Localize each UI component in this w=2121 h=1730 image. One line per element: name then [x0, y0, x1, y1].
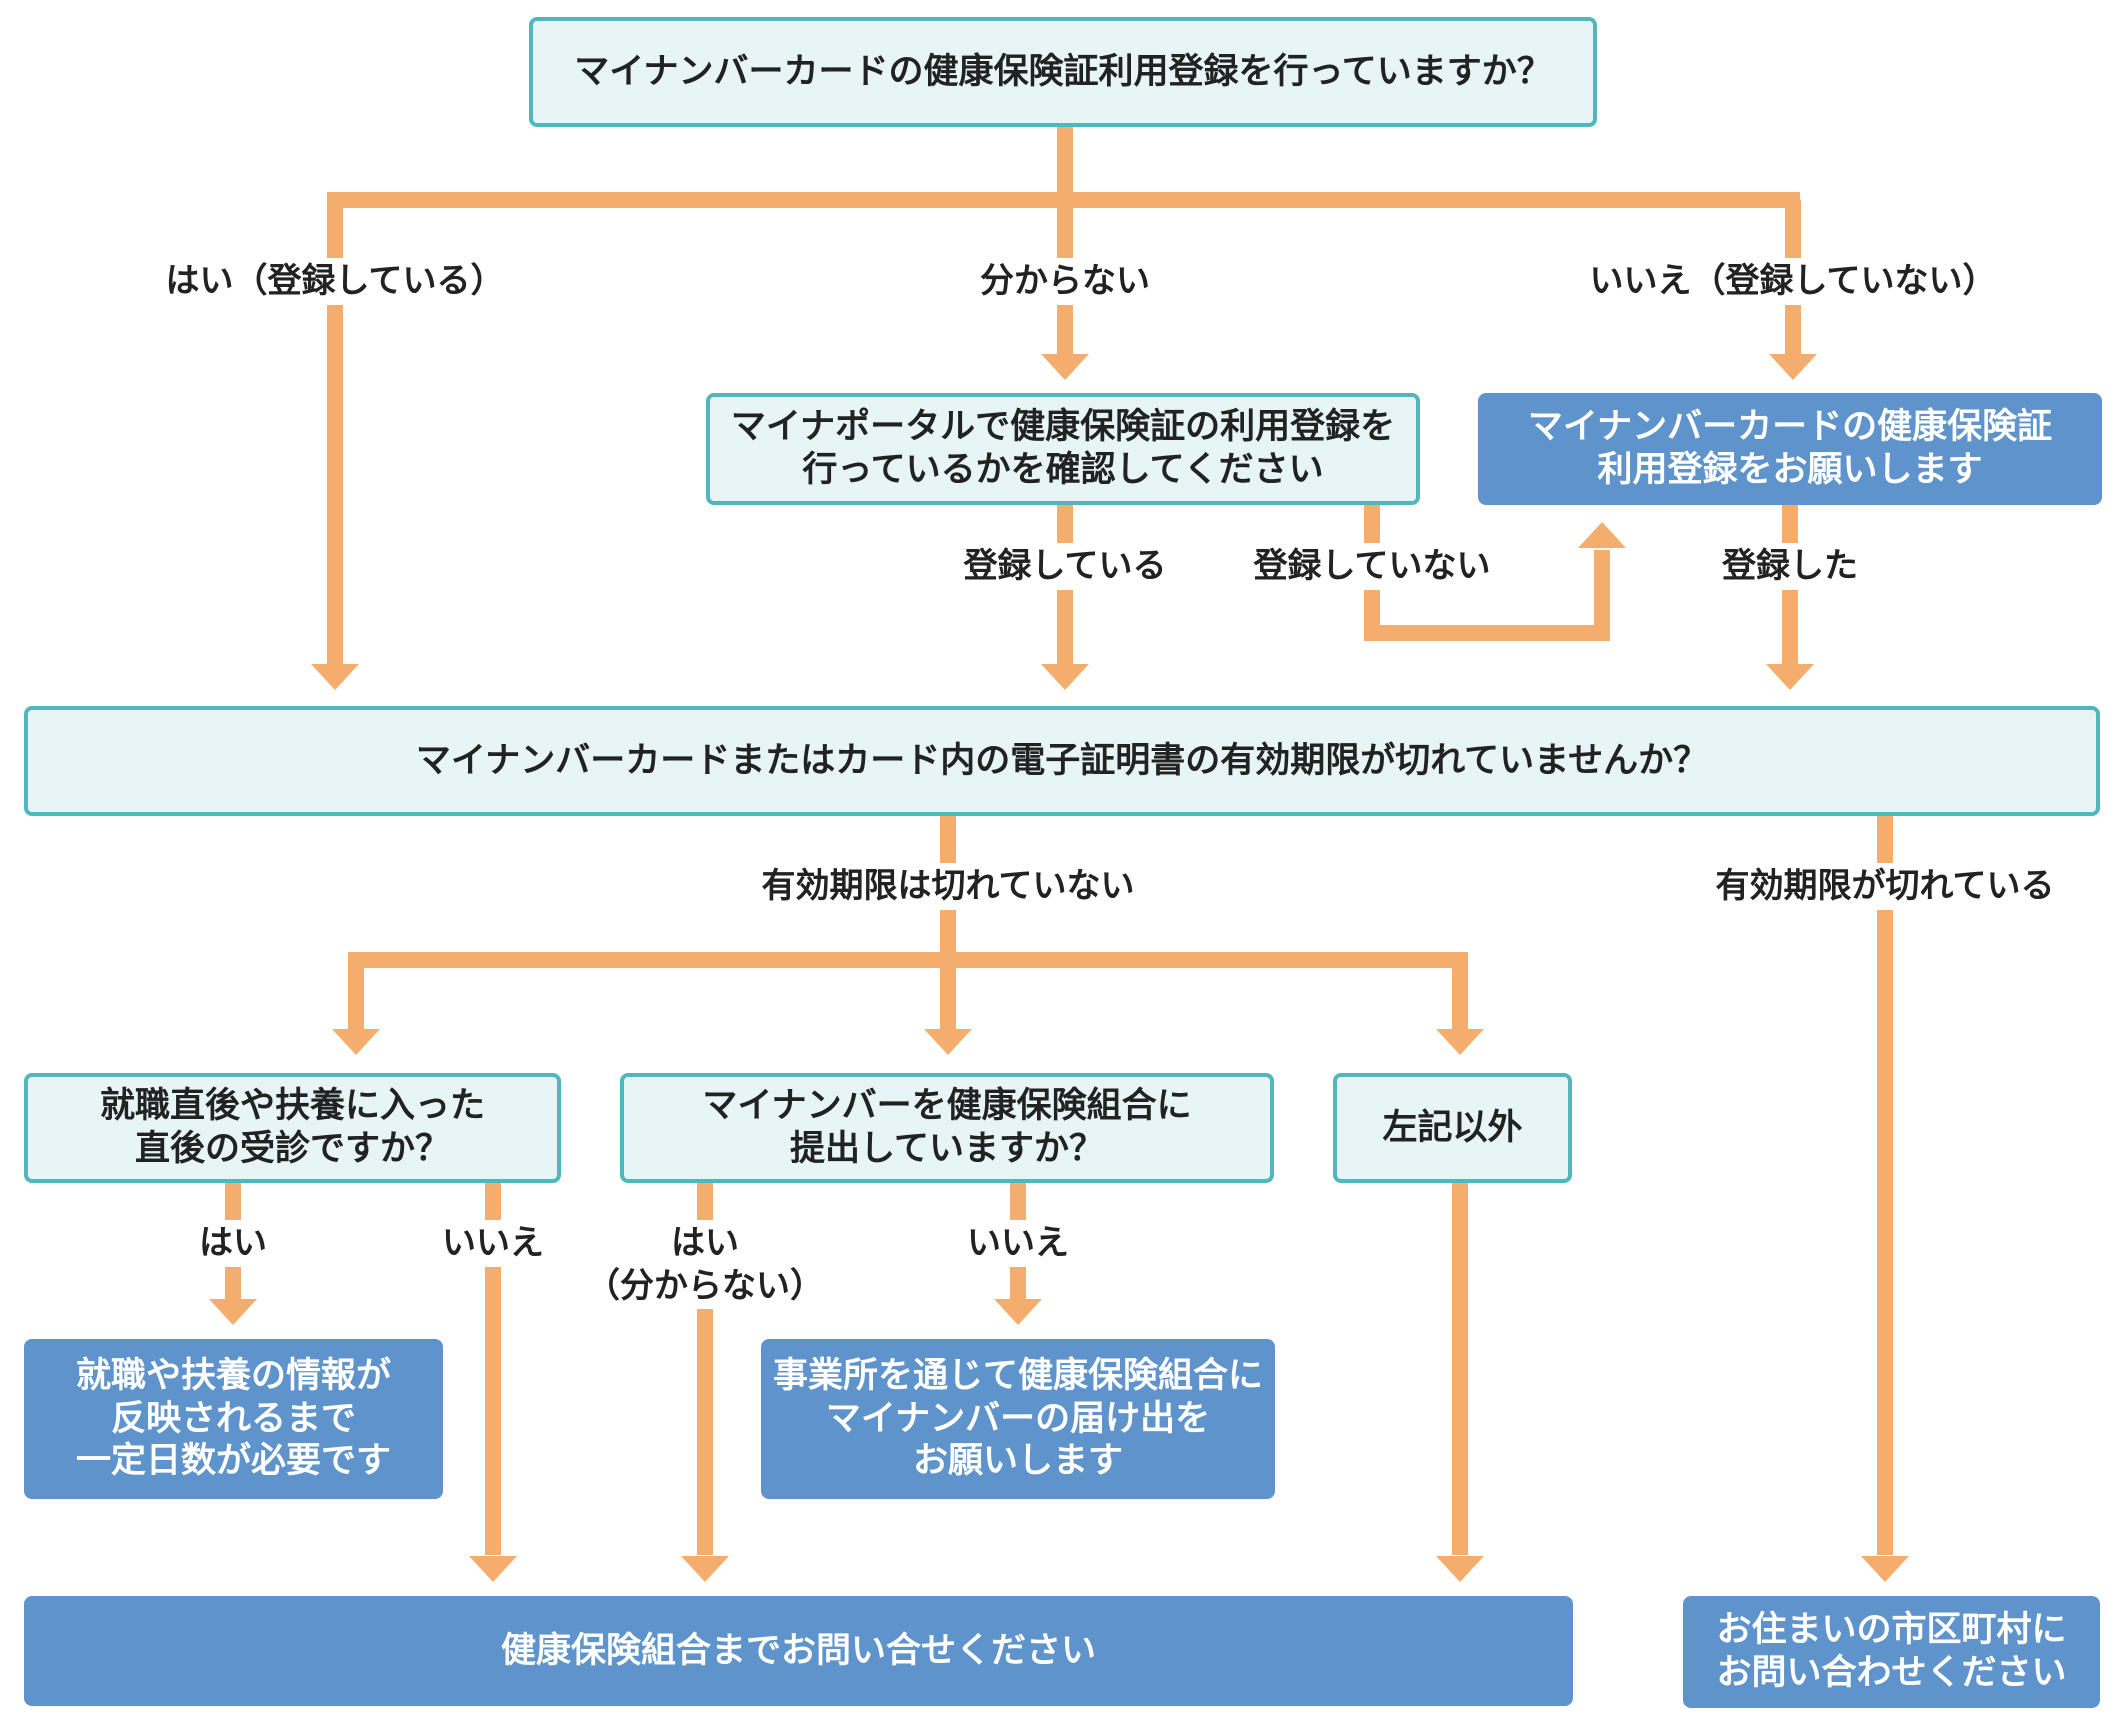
arrowhead-yes-1: [209, 1299, 257, 1325]
request-registration-box: マイナンバーカードの健康保険証 利用登録をお願いします: [1478, 393, 2102, 505]
arrowhead-yes-unknown: [681, 1556, 729, 1582]
arrowhead-to-submitted: [924, 1029, 972, 1055]
label-yes-1: はい: [193, 1220, 273, 1267]
arrowhead-to-employed: [332, 1029, 380, 1055]
arrowhead-to-other: [1436, 1029, 1484, 1055]
arrowhead-no-right: [1769, 354, 1817, 380]
q-just-employed-text: 就職直後や扶養に入った 直後の受診ですか？: [99, 1086, 485, 1169]
label-not-expired: 有効期限は切れていない: [755, 863, 1141, 910]
contact-municipality-text: お住まいの市区町村に お問い合わせください: [1716, 1610, 2067, 1693]
q-expiry-text: マイナンバーカードまたはカード内の電子証明書の有効期限が切れていませんか？: [415, 740, 1709, 781]
arrowhead-yes-left: [311, 664, 359, 690]
arrowhead-unknown: [1041, 354, 1089, 380]
label-not-registered: 登録していない: [1247, 543, 1497, 590]
check-portal-box: マイナポータルで健康保険証の利用登録を 行っているかを確認してください: [706, 393, 1420, 505]
label-yes-unknown: はい （分からない）: [580, 1220, 830, 1309]
other-box: 左記以外: [1333, 1073, 1572, 1183]
q-submitted-number-text: マイナンバーを健康保険組合に 提出していますか？: [702, 1086, 1192, 1169]
wait-days-text: 就職や扶養の情報が 反映されるまで 一定日数が必要です: [75, 1355, 391, 1482]
check-portal-text: マイナポータルで健康保険証の利用登録を 行っているかを確認してください: [730, 407, 1396, 490]
q-just-employed-box: 就職直後や扶養に入った 直後の受診ですか？: [24, 1073, 561, 1183]
label-expired: 有効期限が切れている: [1709, 863, 2061, 910]
arrowhead-expired: [1861, 1556, 1909, 1582]
other-text: 左記以外: [1382, 1107, 1523, 1148]
arrowhead-not-registered: [1578, 522, 1626, 548]
arrowhead-other-down: [1436, 1556, 1484, 1582]
arrowhead-no-2: [994, 1299, 1042, 1325]
contact-insurer-text: 健康保険組合までお問い合せください: [500, 1630, 1096, 1671]
label-no-1: いいえ: [436, 1220, 550, 1267]
q-submitted-number-box: マイナンバーを健康保険組合に 提出していますか？: [620, 1073, 1274, 1183]
label-no-2: いいえ: [961, 1220, 1075, 1267]
q-expiry-box: マイナンバーカードまたはカード内の電子証明書の有効期限が切れていませんか？: [24, 706, 2100, 816]
arrowhead-registered: [1041, 664, 1089, 690]
arrowhead-did-register: [1766, 664, 1814, 690]
q-registration-text: マイナンバーカードの健康保険証利用登録を行っていますか？: [574, 51, 1552, 92]
submit-via-employer-box: 事業所を通じて健康保険組合に マイナンバーの届け出を お願いします: [761, 1339, 1275, 1499]
contact-insurer-box: 健康保険組合までお問い合せください: [24, 1596, 1573, 1706]
label-yes-registered: はい（登録している）: [159, 258, 511, 305]
submit-via-employer-text: 事業所を通じて健康保険組合に マイナンバーの届け出を お願いします: [772, 1355, 1263, 1482]
q-registration-box: マイナンバーカードの健康保険証利用登録を行っていますか？: [529, 17, 1597, 127]
label-registered: 登録している: [957, 543, 1173, 590]
contact-municipality-box: お住まいの市区町村に お問い合わせください: [1683, 1596, 2100, 1708]
arrowhead-no-1: [469, 1556, 517, 1582]
label-no-not-registered: いいえ（登録していない）: [1583, 258, 2003, 305]
request-registration-text: マイナンバーカードの健康保険証 利用登録をお願いします: [1527, 407, 2053, 490]
label-unknown: 分からない: [974, 258, 1156, 305]
wait-days-box: 就職や扶養の情報が 反映されるまで 一定日数が必要です: [24, 1339, 443, 1499]
label-did-register: 登録した: [1716, 543, 1864, 590]
